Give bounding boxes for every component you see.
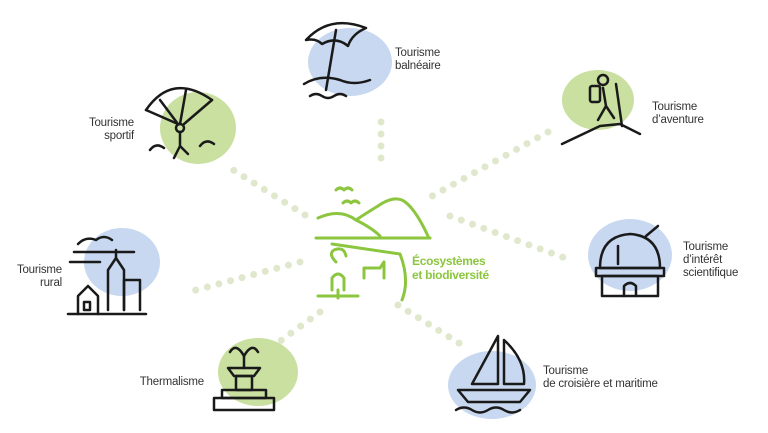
- label-line: rural: [39, 277, 62, 289]
- blob-scientifique: [588, 219, 672, 291]
- blob-rural: [84, 228, 160, 296]
- label-line: balnéaire: [395, 60, 441, 72]
- label-thermalisme: Thermalisme: [120, 376, 204, 389]
- label-line: Tourisme: [395, 47, 441, 59]
- label-croisiere: Tourisme de croisière et maritime: [543, 365, 658, 391]
- beach-umbrella-icon: [302, 21, 372, 100]
- label-line: d’aventure: [652, 114, 704, 126]
- label-line: d’intérêt: [683, 254, 723, 266]
- blob-sportif: [160, 92, 236, 164]
- blob-balneaire: [308, 28, 392, 96]
- center-label: Écosystèmes et biodiversité: [412, 254, 489, 282]
- label-line: sportif: [104, 130, 134, 142]
- center-label-line2: et biodiversité: [412, 268, 489, 282]
- label-line: Thermalisme: [139, 376, 204, 388]
- label-balneaire: Tourisme balnéaire: [395, 47, 441, 73]
- label-rural: Tourisme rural: [0, 264, 62, 290]
- hiker-icon: [560, 73, 642, 146]
- sailboat-icon: [454, 334, 532, 414]
- label-aventure: Tourisme d’aventure: [652, 101, 704, 127]
- connector-thermalisme: [264, 308, 324, 354]
- connector-croisiere: [394, 301, 466, 349]
- fountain-icon: [212, 346, 276, 412]
- label-scientifique: Tourisme d’intérêt scientifique: [683, 241, 738, 280]
- label-line: Tourisme: [652, 101, 698, 113]
- connector-rural: [181, 258, 304, 297]
- label-line: Tourisme: [88, 117, 134, 129]
- connector-scientifique: [446, 212, 569, 262]
- connector-sportif: [226, 164, 309, 219]
- ecosystem-icon: [314, 186, 432, 302]
- village-icon: [66, 235, 148, 316]
- observatory-icon: [594, 224, 666, 298]
- label-sportif: Tourisme sportif: [60, 117, 134, 143]
- label-line: Tourisme: [543, 365, 589, 377]
- connector-dots: [181, 118, 569, 354]
- connector-aventure: [421, 128, 552, 204]
- center-label-line1: Écosystèmes: [412, 254, 486, 268]
- paraglider-icon: [144, 86, 216, 160]
- label-line: scientifique: [683, 267, 739, 279]
- label-line: de croisière et maritime: [543, 378, 658, 390]
- label-line: Tourisme: [16, 264, 62, 276]
- label-line: Tourisme: [683, 241, 729, 253]
